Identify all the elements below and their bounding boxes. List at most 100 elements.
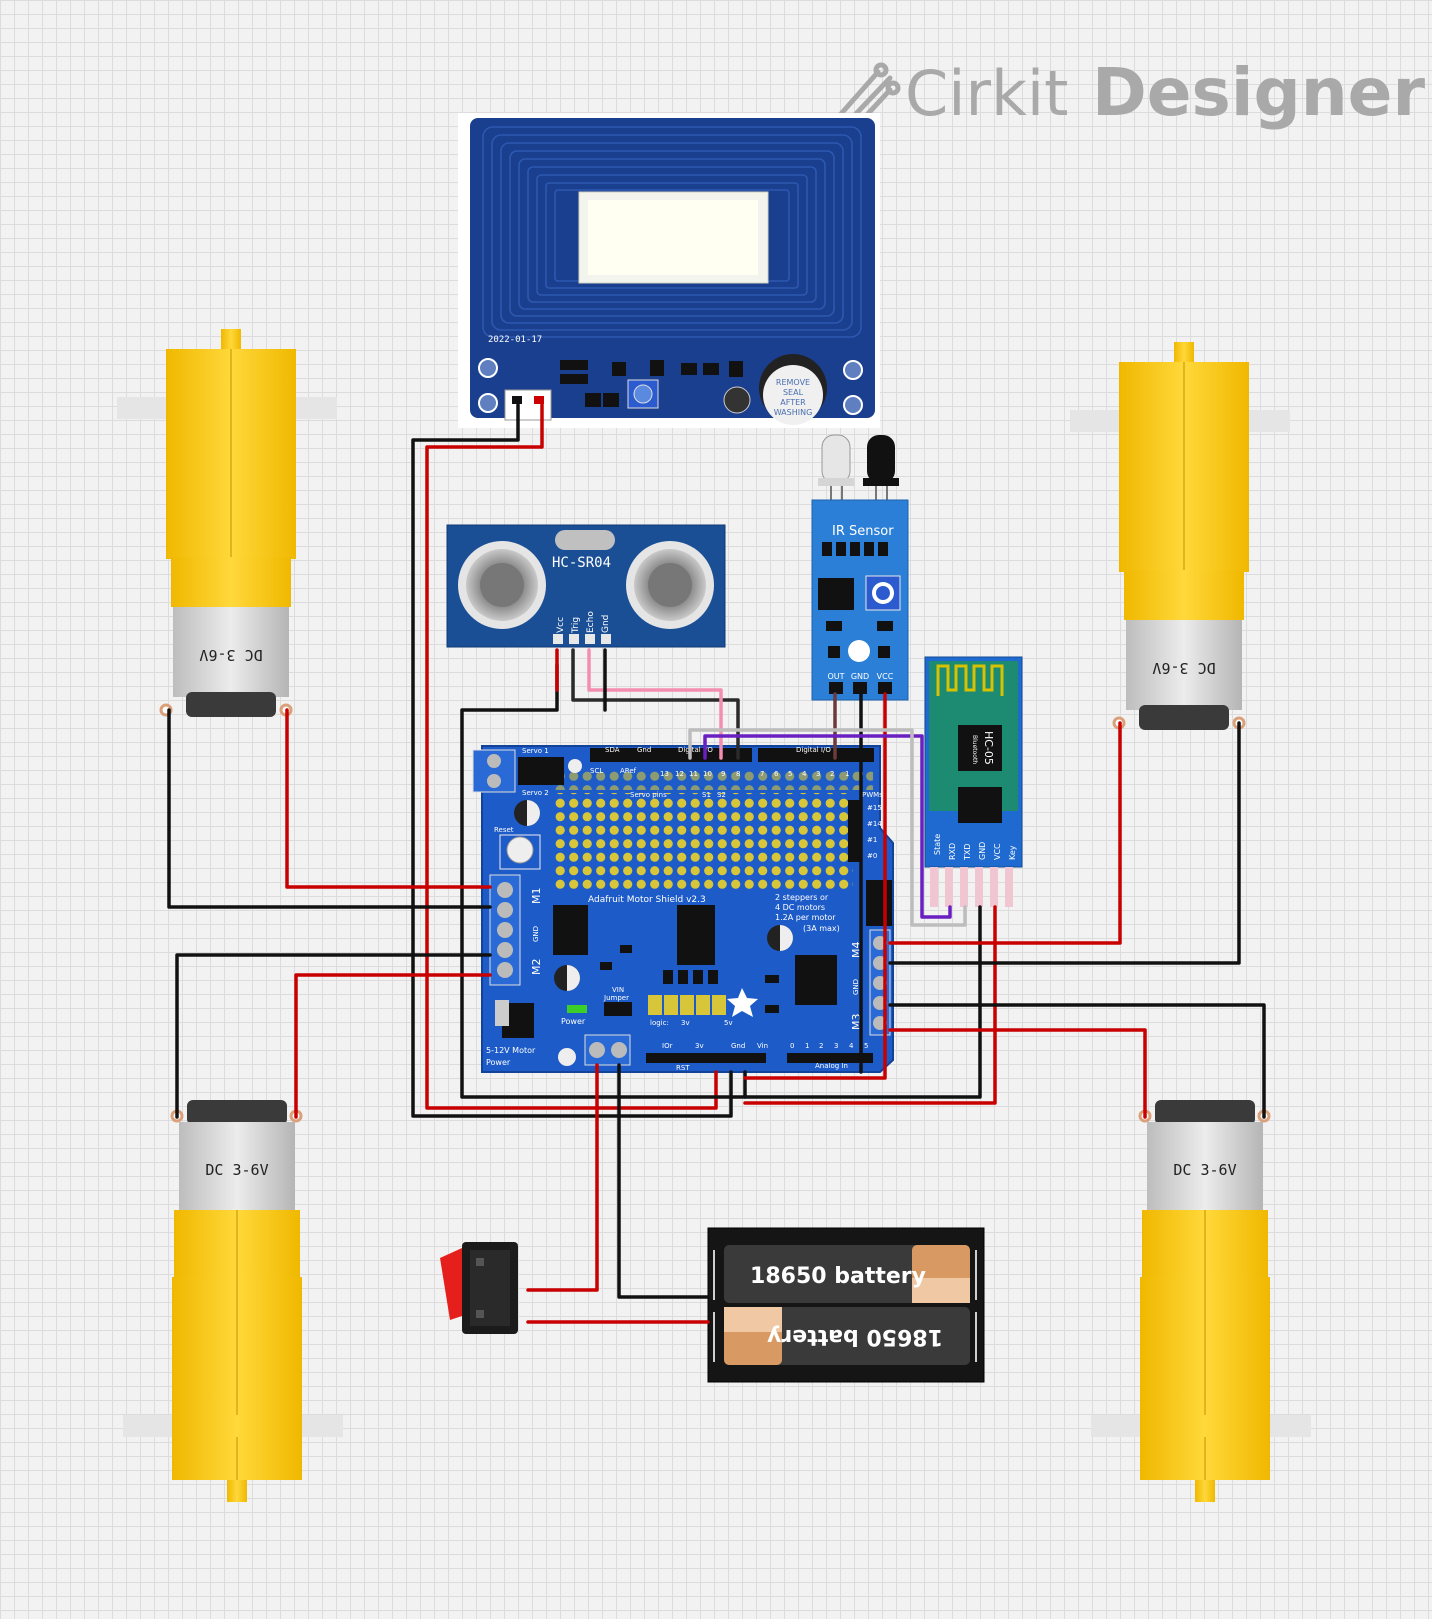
svg-text:SEAL: SEAL bbox=[783, 388, 804, 397]
brand-designer: Designer bbox=[1092, 54, 1425, 131]
svg-text:SDA: SDA bbox=[605, 746, 620, 754]
svg-text:M1: M1 bbox=[530, 888, 543, 905]
svg-text:1: 1 bbox=[845, 770, 849, 778]
battery-bottom: 18650 battery bbox=[724, 1307, 970, 1365]
dc-motor-top-left[interactable]: DC 3-6V bbox=[117, 329, 337, 717]
ultrasonic-model: HC-SR04 bbox=[552, 555, 611, 571]
svg-text:GND: GND bbox=[532, 926, 540, 942]
svg-text:M2: M2 bbox=[530, 959, 543, 976]
digital-header-right bbox=[758, 748, 874, 762]
metal-detector-module[interactable]: 2022-01-17 REMOVE SEAL AFTER WASHING bbox=[458, 113, 880, 428]
svg-text:Vcc: Vcc bbox=[556, 617, 566, 633]
driver-chip-2 bbox=[677, 905, 715, 965]
svg-text:2 steppers or: 2 steppers or bbox=[775, 893, 829, 902]
svg-text:7: 7 bbox=[760, 770, 764, 778]
svg-text:ARef: ARef bbox=[620, 767, 637, 775]
detector-date: 2022-01-17 bbox=[488, 335, 542, 345]
svg-text:Jumper: Jumper bbox=[603, 994, 629, 1002]
svg-text:3: 3 bbox=[834, 1042, 838, 1050]
svg-text:Echo: Echo bbox=[586, 611, 596, 633]
ultrasonic-sensor-hc-sr04[interactable]: HC-SR04 Vcc Trig Echo Gnd bbox=[446, 524, 726, 648]
detector-connector bbox=[504, 389, 552, 421]
ir-mount-hole bbox=[848, 640, 870, 662]
svg-text:Vin: Vin bbox=[757, 1042, 768, 1050]
svg-text:9: 9 bbox=[721, 770, 725, 778]
motor-label-bl: DC 3-6V bbox=[205, 1161, 268, 1179]
motor-terminal-left: M1 M2 bbox=[489, 874, 543, 986]
svg-text:RST: RST bbox=[676, 1064, 690, 1072]
adafruit-motor-shield[interactable]: Servo 1 Servo 2 SDA Gnd Digital I/O Digi… bbox=[472, 745, 894, 1073]
svg-text:WASHING: WASHING bbox=[774, 408, 813, 417]
svg-text:2: 2 bbox=[819, 1042, 823, 1050]
capacitor bbox=[723, 386, 751, 414]
rocker-switch[interactable] bbox=[440, 1242, 518, 1334]
bluetooth-model: HC-05 bbox=[982, 731, 995, 765]
svg-text:Gnd: Gnd bbox=[731, 1042, 745, 1050]
buzzer-label: REMOVE SEAL AFTER WASHING bbox=[774, 378, 813, 417]
cirkit-designer-logo: Cirkit Designer bbox=[837, 54, 1425, 131]
ir-pin-labels: OUT GND VCC bbox=[827, 672, 893, 681]
ir-sensor-title: IR Sensor bbox=[832, 524, 894, 539]
svg-text:Key: Key bbox=[1008, 845, 1017, 860]
svg-text:4: 4 bbox=[849, 1042, 854, 1050]
svg-text:5-12V Motor: 5-12V Motor bbox=[486, 1046, 536, 1055]
svg-text:Servo 1: Servo 1 bbox=[522, 747, 549, 755]
ir-comparator-chip bbox=[818, 578, 854, 610]
ir-sensor-module[interactable]: IR Sensor OUT GND VCC bbox=[811, 434, 909, 701]
shield-name: Adafruit Motor Shield v2.3 bbox=[588, 895, 706, 905]
driver-chip-3 bbox=[795, 955, 837, 1005]
battery-holder[interactable]: 18650 battery 18650 battery bbox=[707, 1227, 985, 1383]
svg-text:S1: S1 bbox=[702, 791, 711, 799]
svg-text:Analog In: Analog In bbox=[815, 1062, 848, 1070]
svg-text:1.2A per motor: 1.2A per motor bbox=[775, 913, 836, 922]
servo-headers: Servo 1 Servo 2 bbox=[472, 747, 564, 797]
svg-text:4 DC motors: 4 DC motors bbox=[775, 903, 825, 912]
digital-header-left bbox=[590, 748, 752, 762]
svg-text:GND: GND bbox=[852, 979, 860, 995]
svg-text:11: 11 bbox=[689, 770, 698, 778]
svg-text:RXD: RXD bbox=[948, 843, 957, 860]
svg-text:Power: Power bbox=[561, 1017, 586, 1026]
svg-text:Gnd: Gnd bbox=[637, 746, 651, 754]
svg-text:Power: Power bbox=[486, 1058, 511, 1067]
svg-text:Servo 2: Servo 2 bbox=[522, 789, 549, 797]
svg-text:TXD: TXD bbox=[963, 843, 972, 861]
svg-text:REMOVE: REMOVE bbox=[776, 378, 810, 387]
svg-text:3: 3 bbox=[816, 770, 820, 778]
ir-led-dark bbox=[867, 435, 895, 483]
bluetooth-pin-labels: State RXD TXD GND VCC Key bbox=[933, 834, 1017, 861]
svg-text:3v: 3v bbox=[681, 1019, 690, 1027]
svg-text:Digital I/O: Digital I/O bbox=[796, 746, 831, 754]
dc-motor-bottom-right[interactable]: DC 3-6V bbox=[1091, 1100, 1311, 1502]
svg-text:3v: 3v bbox=[695, 1042, 704, 1050]
wiring bbox=[167, 403, 1266, 1324]
battery-label-top: 18650 battery bbox=[750, 1264, 926, 1289]
svg-text:10: 10 bbox=[703, 770, 712, 778]
svg-text:2: 2 bbox=[830, 770, 834, 778]
svg-text:logic:: logic: bbox=[650, 1019, 669, 1027]
power-terminal bbox=[584, 1034, 631, 1066]
driver-chip-1 bbox=[553, 905, 588, 955]
ir-pot bbox=[865, 575, 901, 611]
dc-motor-bottom-left[interactable]: DC 3-6V bbox=[123, 1100, 343, 1502]
svg-text:Digital I/O: Digital I/O bbox=[678, 746, 713, 754]
svg-text:0: 0 bbox=[790, 1042, 794, 1050]
svg-text:4: 4 bbox=[802, 770, 807, 778]
motor-label-br: DC 3-6V bbox=[1173, 1161, 1236, 1179]
proto-area bbox=[553, 793, 853, 889]
svg-text:#0: #0 bbox=[867, 852, 877, 860]
svg-text:(3A max): (3A max) bbox=[803, 924, 840, 933]
adafruit-star bbox=[727, 988, 758, 1017]
bluetooth-module-hc-05[interactable]: HC-05 Bluetooth State RXD TXD GND VCC Ke… bbox=[924, 656, 1023, 907]
svg-text:8: 8 bbox=[736, 770, 740, 778]
stepper-info: 2 steppers or 4 DC motors 1.2A per motor… bbox=[775, 893, 840, 933]
bluetooth-antenna bbox=[936, 664, 1004, 696]
ultrasonic-pin-labels: Vcc Trig Echo Gnd bbox=[556, 611, 611, 634]
svg-text:5: 5 bbox=[864, 1042, 868, 1050]
svg-text:IOr: IOr bbox=[662, 1042, 673, 1050]
dc-motor-top-right[interactable]: DC 3-6V bbox=[1070, 342, 1290, 730]
motor-power-label: 5-12V Motor Power bbox=[486, 1046, 536, 1067]
bluetooth-sub: Bluetooth bbox=[971, 735, 978, 764]
motor-label-tl: DC 3-6V bbox=[199, 646, 262, 664]
detector-coil bbox=[482, 126, 862, 338]
